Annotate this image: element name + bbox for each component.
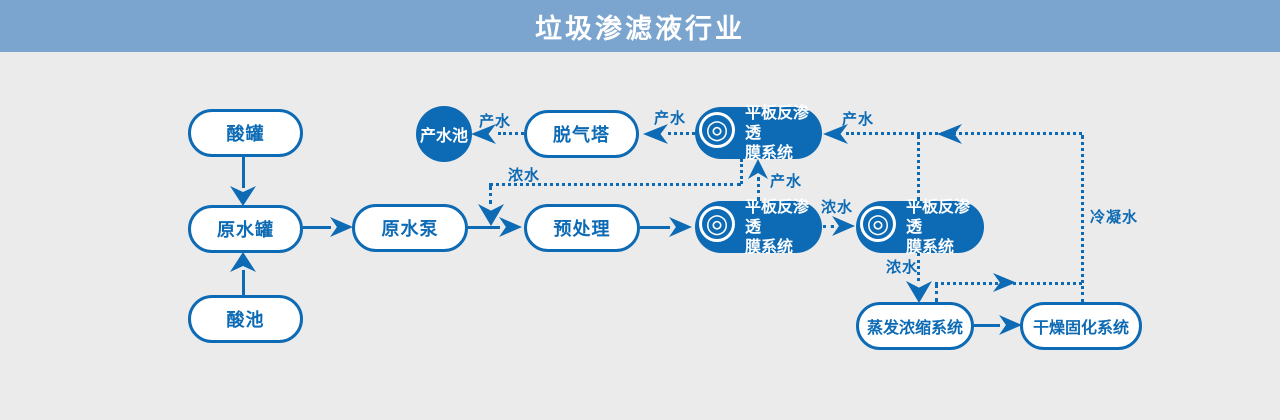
node-drying-system-label: 干燥固化系统: [1032, 318, 1129, 337]
edge-ro-right-product-up: [917, 135, 920, 201]
node-degassing-tower: 脱气塔: [524, 110, 639, 158]
node-raw-water-pump: 原水泵: [352, 204, 468, 252]
arrowhead-right-icon: [669, 217, 692, 237]
edge-ro-mid-product-up: [757, 177, 760, 201]
ro-label-line1: 平板反渗透: [745, 103, 810, 142]
node-acid-tank: 酸罐: [188, 109, 303, 157]
edge-raw-tank-to-pump: [303, 226, 331, 229]
node-raw-water-tank-label: 原水罐: [217, 220, 274, 241]
node-product-water-pool-label: 产水池: [419, 126, 468, 145]
node-acid-tank-label: 酸罐: [226, 124, 265, 145]
node-acid-pool: 酸池: [188, 295, 303, 343]
arrowhead-down-icon: [230, 186, 256, 206]
label-product-water: 产水: [654, 109, 687, 127]
label-product-water: 产水: [479, 112, 512, 130]
node-raw-water-tank: 原水罐: [188, 205, 303, 253]
node-pretreatment-label: 预处理: [553, 219, 611, 240]
node-ro-system-top: ◎ 平板反渗透 膜系统: [695, 103, 822, 162]
label-product-water: 产水: [842, 110, 875, 128]
edge-ro-top-concentrate-v: [489, 186, 492, 204]
edge-condensate-return-v: [1081, 135, 1084, 303]
node-raw-water-pump-label: 原水泵: [381, 219, 439, 240]
node-evaporation-system-label: 蒸发浓缩系统: [866, 318, 963, 337]
ro-label-line2: 膜系统: [745, 237, 794, 256]
label-condensate: 冷凝水: [1090, 208, 1139, 226]
label-concentrate: 浓水: [508, 166, 541, 184]
edge-condensate-return-h: [846, 132, 1082, 135]
edge-acid-tank-to-raw-tank: [242, 157, 245, 188]
ro-label-line2: 膜系统: [906, 237, 955, 256]
edge-evaporation-to-drying: [974, 324, 1000, 327]
arrowhead-down-icon: [906, 281, 932, 303]
ro-label-line1: 平板反渗透: [906, 197, 971, 236]
ro-membrane-icon: ◎: [866, 209, 890, 239]
node-ro-system-mid-label: 平板反渗透 膜系统: [745, 197, 822, 257]
node-evaporation-system: 蒸发浓缩系统: [856, 302, 974, 350]
ro-membrane-icon: ◎: [705, 209, 729, 239]
ro-membrane-disc: ◎: [699, 206, 735, 242]
edge-pump-to-pretreatment: [468, 226, 500, 229]
edge-degassing-to-pool: [498, 132, 524, 135]
edge-ro-top-concentrate-down: [740, 159, 743, 184]
label-product-water: 产水: [770, 172, 803, 190]
node-acid-pool-label: 酸池: [226, 310, 265, 331]
node-pretreatment: 预处理: [524, 204, 640, 252]
arrowhead-right-icon: [832, 216, 855, 236]
ro-membrane-disc: ◎: [699, 112, 735, 148]
node-ro-system-right-label: 平板反渗透 膜系统: [906, 197, 984, 257]
edge-ro-top-to-degassing: [668, 132, 695, 135]
label-concentrate: 浓水: [821, 198, 854, 216]
edge-evaporation-condensate-up: [935, 284, 938, 302]
arrowhead-up-icon: [230, 252, 256, 272]
arrowhead-right-icon: [499, 217, 522, 237]
title-banner: 垃圾渗滤液行业: [0, 0, 1280, 52]
ro-membrane-icon: ◎: [705, 115, 729, 145]
page-title: 垃圾渗滤液行业: [535, 13, 745, 45]
edge-acid-pool-to-raw-tank: [242, 270, 245, 296]
edge-ro-top-concentrate-h: [489, 183, 741, 186]
ro-membrane-disc: ◎: [860, 206, 896, 242]
arrowhead-right-icon: [999, 315, 1022, 335]
ro-label-line2: 膜系统: [745, 143, 794, 162]
arrowhead-down-icon: [478, 204, 504, 226]
node-ro-system-right: ◎ 平板反渗透 膜系统: [856, 197, 984, 256]
node-drying-system: 干燥固化系统: [1020, 302, 1142, 350]
label-concentrate: 浓水: [886, 258, 919, 276]
node-product-water-pool: 产水池: [416, 106, 472, 162]
edge-ro-right-concentrate-down: [917, 253, 920, 281]
node-ro-system-mid: ◎ 平板反渗透 膜系统: [695, 197, 822, 256]
node-degassing-tower-label: 脱气塔: [553, 125, 610, 146]
edge-ro-mid-to-ro-right: [823, 225, 834, 228]
arrowhead-right-icon: [330, 217, 353, 237]
edge-pretreatment-to-ro-mid: [640, 226, 670, 229]
node-ro-system-top-label: 平板反渗透 膜系统: [745, 103, 822, 163]
ro-label-line1: 平板反渗透: [745, 197, 810, 236]
